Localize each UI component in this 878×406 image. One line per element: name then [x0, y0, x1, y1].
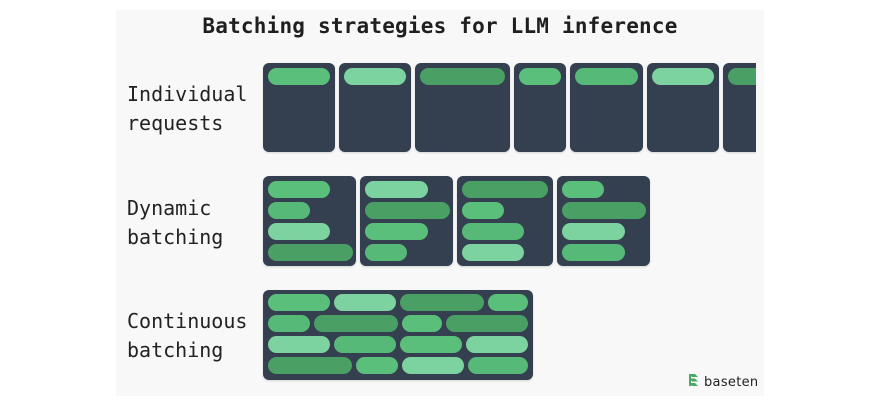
token-bar — [365, 244, 407, 261]
token-bar — [402, 315, 442, 332]
token-bar — [562, 244, 625, 261]
request-card — [723, 63, 756, 152]
row-label-individual: Individual requests — [127, 82, 248, 135]
batch-card — [263, 176, 356, 266]
continuous-batch-card — [263, 290, 533, 380]
token-bar — [468, 357, 528, 374]
token-bar — [356, 357, 398, 374]
token-bar — [462, 202, 504, 219]
token-bar — [446, 315, 528, 332]
token-bar — [334, 294, 396, 311]
batch-card — [360, 176, 453, 266]
batch-card — [457, 176, 553, 266]
token-bar — [488, 294, 528, 311]
baseten-logo-icon — [688, 373, 699, 392]
token-bar — [562, 223, 625, 240]
token-bar — [562, 181, 604, 198]
token-bar — [365, 223, 428, 240]
token-bar — [462, 244, 524, 261]
token-bar — [400, 294, 484, 311]
token-bar — [268, 315, 310, 332]
token-bar — [400, 336, 462, 353]
request-card — [339, 63, 411, 152]
individual-requests-group — [262, 62, 756, 154]
brand-name: baseten — [704, 375, 759, 390]
token-bar — [575, 68, 638, 85]
token-bar — [365, 181, 428, 198]
token-bar — [268, 181, 330, 198]
token-bar — [268, 202, 310, 219]
token-bar — [268, 68, 330, 85]
token-bar — [268, 336, 330, 353]
token-bar — [268, 244, 353, 261]
request-card — [415, 63, 510, 152]
token-bar — [365, 202, 450, 219]
token-bar — [402, 357, 464, 374]
token-bar — [334, 336, 396, 353]
token-bar — [519, 68, 561, 85]
token-bar — [268, 294, 330, 311]
token-bar — [562, 202, 646, 219]
token-bar — [268, 357, 352, 374]
request-card — [514, 63, 566, 152]
token-bar — [420, 68, 505, 85]
token-bar — [652, 68, 714, 85]
token-bar — [314, 315, 398, 332]
row-label-dynamic: Dynamic batching — [127, 196, 224, 249]
row-label-continuous: Continuous batching — [127, 309, 248, 362]
token-bar — [462, 181, 548, 198]
request-card — [647, 63, 719, 152]
request-card — [263, 63, 335, 152]
token-bar — [728, 68, 756, 85]
baseten-logo: baseten — [688, 373, 758, 392]
request-card — [570, 63, 643, 152]
token-bar — [462, 223, 524, 240]
token-bar — [344, 68, 406, 85]
token-bar — [466, 336, 528, 353]
diagram-title: Batching strategies for LLM inference — [202, 14, 678, 38]
token-bar — [268, 223, 330, 240]
batch-card — [557, 176, 650, 266]
